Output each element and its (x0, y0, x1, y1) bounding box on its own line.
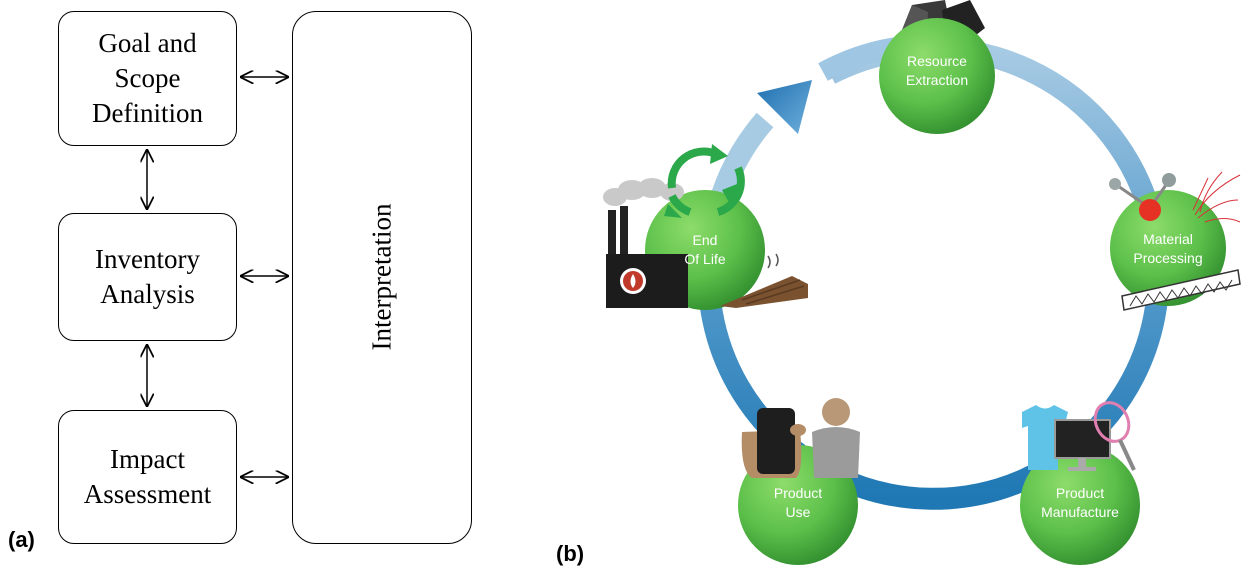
tennis-racket-icon (1093, 401, 1136, 471)
recycle-arrowheads (664, 144, 742, 218)
resource-extraction-sphere (879, 18, 995, 134)
product-manufacture-sphere (1020, 445, 1140, 565)
impact-assessment-label: Impact Assessment (83, 444, 212, 509)
inventory-analysis-label: Inventory Analysis (95, 244, 200, 309)
monitor-icon (1054, 419, 1111, 471)
goal-scope-box: Goal and Scope Definition (58, 11, 237, 146)
product-use-label-2: Use (786, 504, 811, 520)
factory-icon (606, 206, 688, 308)
impact-assessment-box: Impact Assessment (58, 410, 237, 544)
resource-extraction-label-2: Extraction (906, 72, 968, 88)
interpretation-box (292, 11, 472, 544)
life-cycle-ring (697, 37, 1170, 510)
material-processing-label-1: Material (1143, 231, 1193, 247)
smoke-cloud-icon (603, 178, 684, 206)
recycle-arrows-icon (667, 147, 745, 216)
fiber-bundle-icon (1192, 171, 1241, 223)
product-manufacture-label-1: Product (1056, 485, 1104, 501)
phone-in-hand-icon (741, 408, 806, 478)
material-processing-sphere (1110, 190, 1226, 306)
product-manufacture-label-2: Manufacture (1041, 504, 1119, 520)
material-processing-label-2: Processing (1133, 250, 1202, 266)
mesh-strip-icon (1121, 269, 1241, 311)
cycle-arrowhead (757, 80, 812, 134)
person-icon (812, 398, 860, 478)
resource-extraction-label-1: Resource (907, 53, 967, 69)
molecule-icon (1109, 173, 1176, 221)
panel-a-label: (a) (8, 527, 35, 552)
goal-scope-label: Goal and Scope Definition (92, 28, 203, 128)
soil-icon (720, 253, 808, 308)
panel-b-label: (b) (556, 541, 585, 566)
end-of-life-label-2: Of Life (684, 251, 725, 267)
product-use-label-1: Product (774, 485, 822, 501)
inventory-analysis-box: Inventory Analysis (58, 213, 237, 341)
end-of-life-label-1: End (693, 232, 718, 248)
